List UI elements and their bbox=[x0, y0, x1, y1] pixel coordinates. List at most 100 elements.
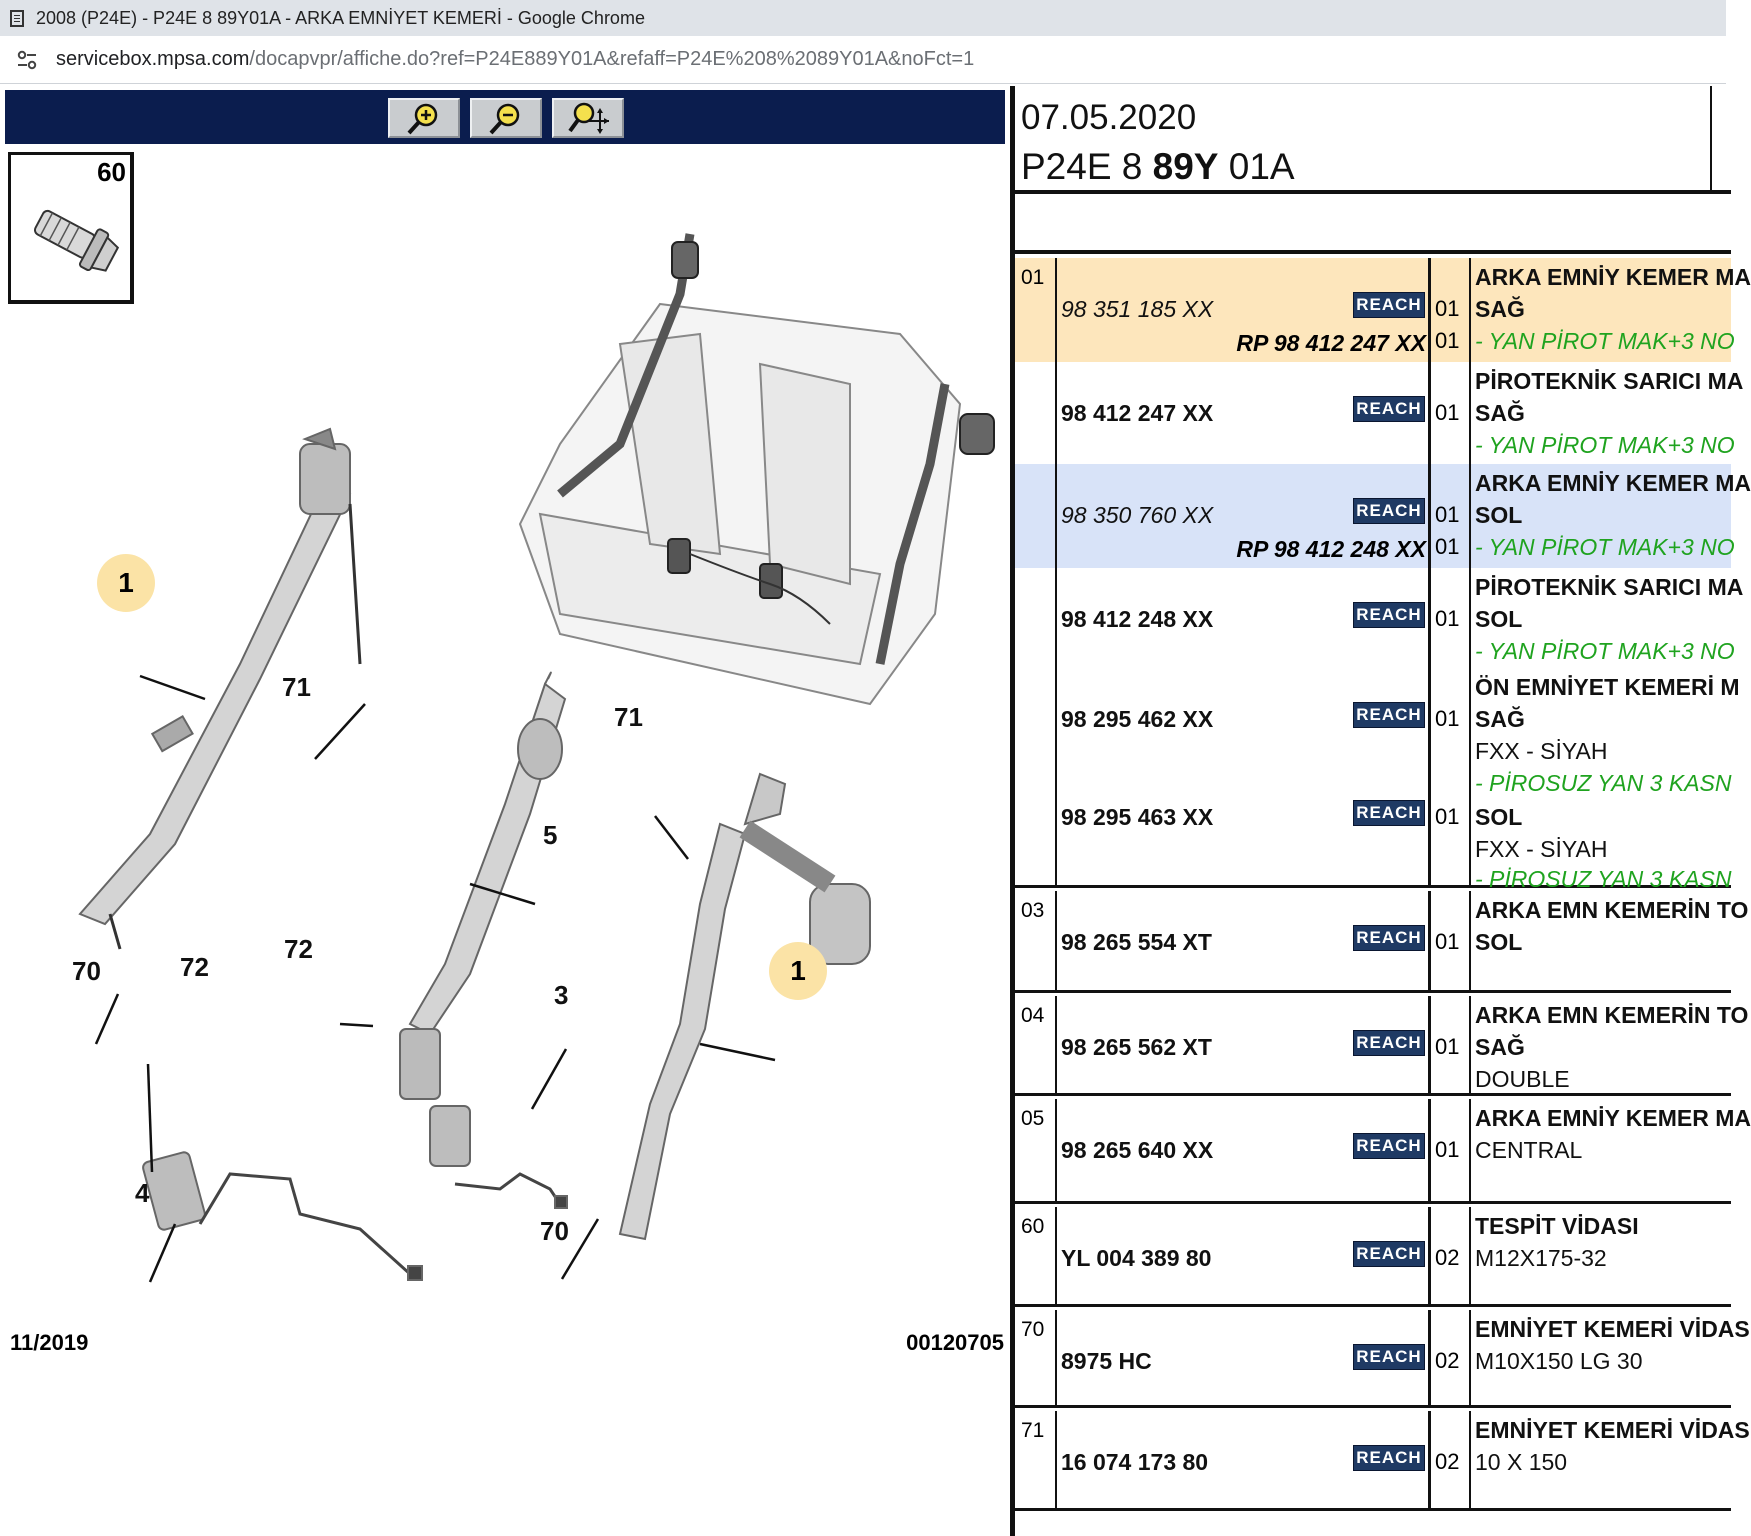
table-row[interactable]: 98 295 462 XX REACH 98 295 463 XX REACH … bbox=[1015, 668, 1740, 892]
right-belt-assembly bbox=[618, 772, 871, 1241]
quantity: 01 bbox=[1435, 1034, 1460, 1059]
description: ARKA EMN KEMERİN TO bbox=[1475, 1002, 1749, 1028]
row-ref: 70 bbox=[1021, 1318, 1045, 1341]
callout-1-left[interactable]: 1 bbox=[97, 554, 155, 612]
quantity: 01 bbox=[1435, 400, 1460, 425]
row-ref: 03 bbox=[1021, 899, 1045, 922]
parts-panel: 07.05.2020 P24E 8 89Y 01A 01 98 351 185 … bbox=[1010, 86, 1751, 1536]
label-70-right[interactable]: 70 bbox=[540, 1216, 569, 1246]
window-title: 2008 (P24E) - P24E 8 89Y01A - ARKA EMNİY… bbox=[36, 7, 645, 28]
row-ref: 71 bbox=[1021, 1419, 1045, 1442]
magnifier-plus-icon bbox=[407, 103, 438, 135]
part-number[interactable]: 98 350 760 XX bbox=[1061, 502, 1214, 528]
part-number[interactable]: 98 412 247 XX bbox=[1061, 400, 1214, 426]
buckle-3-assembly bbox=[429, 1105, 568, 1209]
table-row[interactable]: 05 98 265 640 XX REACH 01 ARKA EMNİY KEM… bbox=[1015, 1099, 1751, 1204]
description: SOL bbox=[1475, 804, 1523, 830]
table-row[interactable]: 71 16 074 173 80 REACH 02 EMNİYET KEMERİ… bbox=[1015, 1411, 1750, 1511]
description: M10X150 LG 30 bbox=[1475, 1348, 1643, 1374]
table-row[interactable]: 60 YL 004 389 80 REACH 02 TESPİT VİDASI … bbox=[1015, 1207, 1731, 1307]
description: SOL bbox=[1475, 606, 1523, 632]
description-note: - PİROSUZ YAN 3 KASN bbox=[1475, 866, 1732, 892]
thumbnail-label: 60 bbox=[97, 157, 126, 187]
part-number[interactable]: 98 412 248 XX bbox=[1061, 606, 1214, 632]
table-row[interactable]: 98 412 247 XX REACH 01 PİROTEKNİK SARICI… bbox=[1015, 362, 1743, 464]
address-bar[interactable]: servicebox.mpsa.com/docapvpr/affiche.do?… bbox=[0, 36, 1726, 84]
label-71-right[interactable]: 71 bbox=[614, 702, 643, 732]
zoom-pan-button[interactable] bbox=[552, 98, 624, 138]
label-72-center[interactable]: 72 bbox=[284, 934, 313, 964]
description: M12X175-32 bbox=[1475, 1245, 1607, 1271]
table-row[interactable]: 98 412 248 XX REACH 01 PİROTEKNİK SARICI… bbox=[1015, 568, 1743, 668]
label-71-left[interactable]: 71 bbox=[282, 672, 311, 702]
description: SOL bbox=[1475, 502, 1523, 528]
label-5[interactable]: 5 bbox=[543, 820, 558, 850]
zoom-in-button[interactable] bbox=[388, 98, 460, 138]
label-4[interactable]: 4 bbox=[135, 1178, 150, 1208]
bolt-thumbnail[interactable]: 60 bbox=[8, 152, 134, 304]
bolt-icon bbox=[33, 209, 120, 272]
zoom-out-button[interactable] bbox=[470, 98, 542, 138]
buckle-4-assembly bbox=[142, 1151, 423, 1281]
row-ref: 05 bbox=[1021, 1107, 1045, 1130]
reach-badge: REACH bbox=[1353, 1241, 1425, 1267]
description: ARKA EMN KEMERİN TO bbox=[1475, 897, 1749, 923]
label-70-left[interactable]: 70 bbox=[72, 956, 101, 986]
part-number[interactable]: 98 265 640 XX bbox=[1061, 1137, 1214, 1163]
quantity: 01 bbox=[1435, 502, 1460, 527]
label-3[interactable]: 3 bbox=[554, 980, 569, 1010]
reach-badge: REACH bbox=[1353, 702, 1425, 728]
callout-1-right[interactable]: 1 bbox=[769, 942, 827, 1000]
part-number[interactable]: YL 004 389 80 bbox=[1061, 1245, 1212, 1271]
part-number[interactable]: 98 265 554 XT bbox=[1061, 929, 1212, 955]
quantity: 01 bbox=[1435, 534, 1460, 559]
magnifier-minus-icon bbox=[489, 103, 520, 135]
description: PİROTEKNİK SARICI MA bbox=[1475, 368, 1744, 394]
quantity: 01 bbox=[1435, 296, 1460, 321]
seatbelt-diagram bbox=[78, 233, 995, 1283]
description: ARKA EMNİY KEMER MA bbox=[1475, 1105, 1751, 1131]
description: TESPİT VİDASI bbox=[1475, 1213, 1639, 1239]
reach-badge: REACH bbox=[1353, 925, 1425, 951]
quantity: 01 bbox=[1435, 606, 1460, 631]
diagram-date: 11/2019 bbox=[10, 1330, 89, 1355]
part-number[interactable]: 98 351 185 XX bbox=[1061, 296, 1214, 322]
window-titlebar: 2008 (P24E) - P24E 8 89Y01A - ARKA EMNİY… bbox=[0, 0, 1726, 36]
reach-badge: REACH bbox=[1353, 1030, 1425, 1056]
table-row[interactable]: 03 98 265 554 XT REACH 01 ARKA EMN KEMER… bbox=[1015, 891, 1748, 993]
table-row[interactable]: 04 98 265 562 XT REACH 01 ARKA EMN KEMER… bbox=[1015, 996, 1748, 1096]
description: CENTRAL bbox=[1475, 1137, 1583, 1163]
description: EMNİYET KEMERİ VİDAS bbox=[1475, 1417, 1750, 1443]
header-spacer bbox=[1015, 194, 1731, 254]
reach-badge: REACH bbox=[1353, 1344, 1425, 1370]
quantity: 02 bbox=[1435, 1449, 1460, 1474]
table-row[interactable]: 01 98 351 185 XX REACH RP 98 412 247 XX … bbox=[1015, 258, 1751, 362]
quantity: 02 bbox=[1435, 1245, 1460, 1270]
label-72-lower[interactable]: 72 bbox=[180, 952, 209, 982]
description: SAĞ bbox=[1475, 706, 1525, 732]
table-row[interactable]: 98 350 760 XX REACH RP 98 412 248 XX 01 … bbox=[1015, 464, 1751, 568]
site-settings-icon[interactable] bbox=[14, 47, 40, 73]
quantity: 01 bbox=[1435, 328, 1460, 353]
part-number[interactable]: 98 295 462 XX bbox=[1061, 706, 1214, 732]
zoom-toolbar bbox=[5, 90, 1005, 144]
part-number[interactable]: 16 074 173 80 bbox=[1061, 1449, 1209, 1475]
magnifier-move-icon bbox=[568, 102, 609, 134]
description: ARKA EMNİY KEMER MA bbox=[1475, 264, 1751, 290]
description-note: - YAN PİROT MAK+3 NO bbox=[1475, 432, 1735, 458]
description-note: - PİROSUZ YAN 3 KASN bbox=[1475, 770, 1732, 796]
quantity: 01 bbox=[1435, 929, 1460, 954]
part-number[interactable]: 98 295 463 XX bbox=[1061, 804, 1214, 830]
reach-badge: REACH bbox=[1353, 602, 1425, 628]
replacement-part-number[interactable]: RP 98 412 248 XX bbox=[1236, 536, 1426, 562]
table-row[interactable]: 70 8975 HC REACH 02 EMNİYET KEMERİ VİDAS… bbox=[1015, 1310, 1750, 1408]
header-date: 07.05.2020 bbox=[1021, 98, 1197, 137]
header-reference: P24E 8 89Y 01A bbox=[1021, 146, 1295, 187]
part-number[interactable]: 8975 HC bbox=[1061, 1348, 1152, 1374]
center-belt-assembly bbox=[399, 671, 567, 1100]
description: DOUBLE bbox=[1475, 1066, 1570, 1092]
replacement-part-number[interactable]: RP 98 412 247 XX bbox=[1236, 330, 1426, 356]
part-number[interactable]: 98 265 562 XT bbox=[1061, 1034, 1212, 1060]
left-belt-assembly bbox=[78, 427, 362, 950]
reach-badge: REACH bbox=[1353, 396, 1425, 422]
